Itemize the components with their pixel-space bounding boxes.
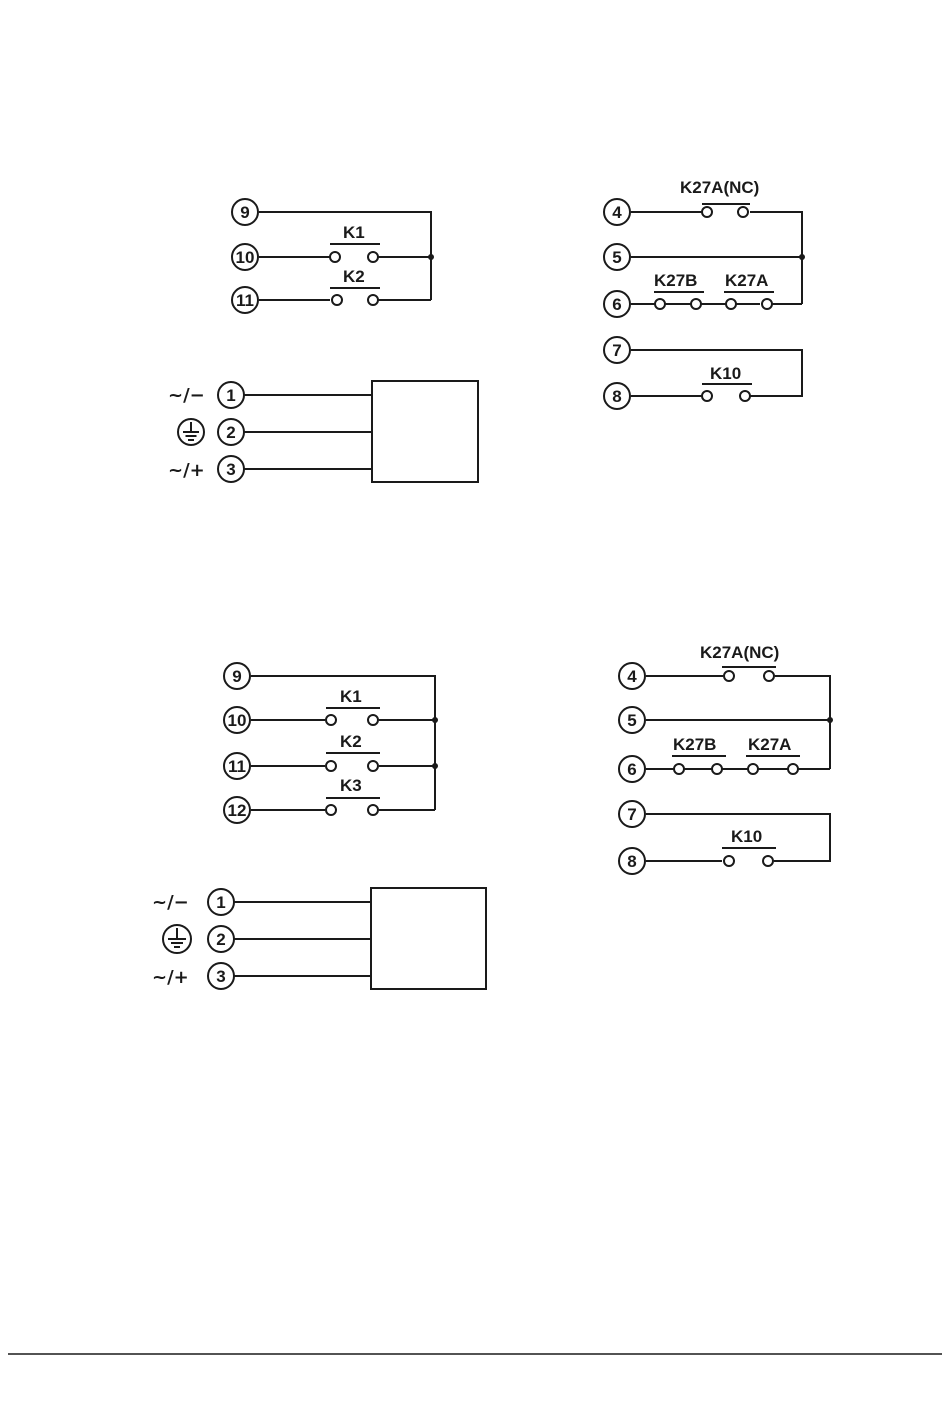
terminal-5-2: 5 xyxy=(627,711,636,730)
contact-label-k27b-2: K27B xyxy=(673,735,716,754)
terminal-2-2: 2 xyxy=(216,930,225,949)
contact-k27b-b xyxy=(691,299,701,309)
contact-label-k27a-2: K27A xyxy=(748,735,791,754)
contact-k27a-b xyxy=(762,299,772,309)
terminal-4-2: 4 xyxy=(627,667,637,686)
ground-icon-2 xyxy=(163,925,191,953)
relay-block-upper-2: K1 K2 K3 9 10 11 12 xyxy=(224,663,438,823)
terminal-8: 8 xyxy=(612,387,621,406)
relay-block-right-1: K27A(NC) K27B K27A K10 4 5 6 xyxy=(604,178,805,409)
ac-dc-positive-label: ~/+ xyxy=(168,460,205,481)
contact-k27a-nc-a-2 xyxy=(724,671,734,681)
terminal-11-2: 11 xyxy=(228,757,246,776)
contact-k10-b-2 xyxy=(763,856,773,866)
diagram-1: K1 K2 9 10 11 1 2 3 ~/− xyxy=(168,178,805,482)
terminal-11: 11 xyxy=(236,291,254,310)
contact-label-k27a-nc-2: K27A(NC) xyxy=(700,643,779,662)
terminal-1: 1 xyxy=(226,386,235,405)
contact-label-k10-2: K10 xyxy=(731,827,762,846)
contact-k27a-a-2 xyxy=(748,764,758,774)
terminal-6: 6 xyxy=(612,295,621,314)
terminal-9: 9 xyxy=(240,203,249,222)
relay-block-upper-1: K1 K2 9 10 11 xyxy=(232,199,434,313)
ac-dc-negative-label: ~/− xyxy=(168,385,205,406)
contact-label-k27a: K27A xyxy=(725,271,768,290)
contact-k10-a-2 xyxy=(724,856,734,866)
contact-k1-a-2 xyxy=(326,715,336,725)
contact-k3-a xyxy=(326,805,336,815)
contact-k27a-nc-a xyxy=(702,207,712,217)
contact-k27b-a xyxy=(655,299,665,309)
contact-label-k2: K2 xyxy=(343,267,365,286)
contact-label-k27b: K27B xyxy=(654,271,697,290)
terminal-1-2: 1 xyxy=(216,893,225,912)
contact-k27b-b-2 xyxy=(712,764,722,774)
terminal-9-2: 9 xyxy=(232,667,241,686)
contact-label-k27a-nc: K27A(NC) xyxy=(680,178,759,197)
terminal-3: 3 xyxy=(226,460,235,479)
relay-block-right-2: K27A(NC) K27B K27A K10 4 5 6 xyxy=(619,643,833,874)
contact-k2-b-2 xyxy=(368,761,378,771)
contact-label-k2-2: K2 xyxy=(340,732,362,751)
contact-k1-a xyxy=(330,252,340,262)
contact-k10-b xyxy=(740,391,750,401)
ground-icon xyxy=(178,419,204,445)
contact-k2-b xyxy=(368,295,378,305)
contact-label-k10: K10 xyxy=(710,364,741,383)
terminal-8-2: 8 xyxy=(627,852,636,871)
terminal-5: 5 xyxy=(612,248,621,267)
ac-dc-negative-label-2: ~/− xyxy=(152,892,189,913)
contact-k3-b xyxy=(368,805,378,815)
contact-k1-b xyxy=(368,252,378,262)
contact-k27a-a xyxy=(726,299,736,309)
terminal-10-2: 10 xyxy=(228,711,247,730)
contact-k27a-nc-b-2 xyxy=(764,671,774,681)
terminal-6-2: 6 xyxy=(627,760,636,779)
terminal-2: 2 xyxy=(226,423,235,442)
contact-label-k1: K1 xyxy=(343,223,365,242)
contact-k27a-b-2 xyxy=(788,764,798,774)
contact-label-k3: K3 xyxy=(340,776,362,795)
contact-k1-b-2 xyxy=(368,715,378,725)
terminal-7-2: 7 xyxy=(627,805,636,824)
contact-k2-a-2 xyxy=(326,761,336,771)
contact-k10-a xyxy=(702,391,712,401)
power-block-2: 1 2 3 ~/− ~/+ xyxy=(152,888,486,989)
terminal-7: 7 xyxy=(612,341,621,360)
terminal-4: 4 xyxy=(612,203,622,222)
diagram-2: K1 K2 K3 9 10 11 12 xyxy=(152,643,833,989)
contact-k27a-nc-b xyxy=(738,207,748,217)
terminal-12: 12 xyxy=(228,801,247,820)
contact-k27b-a-2 xyxy=(674,764,684,774)
terminal-3-2: 3 xyxy=(216,967,225,986)
power-block-1: 1 2 3 ~/− ~/+ xyxy=(168,381,478,482)
contact-k2-a xyxy=(332,295,342,305)
contact-label-k1-2: K1 xyxy=(340,687,362,706)
ac-dc-positive-label-2: ~/+ xyxy=(152,967,189,988)
terminal-10: 10 xyxy=(236,248,255,267)
